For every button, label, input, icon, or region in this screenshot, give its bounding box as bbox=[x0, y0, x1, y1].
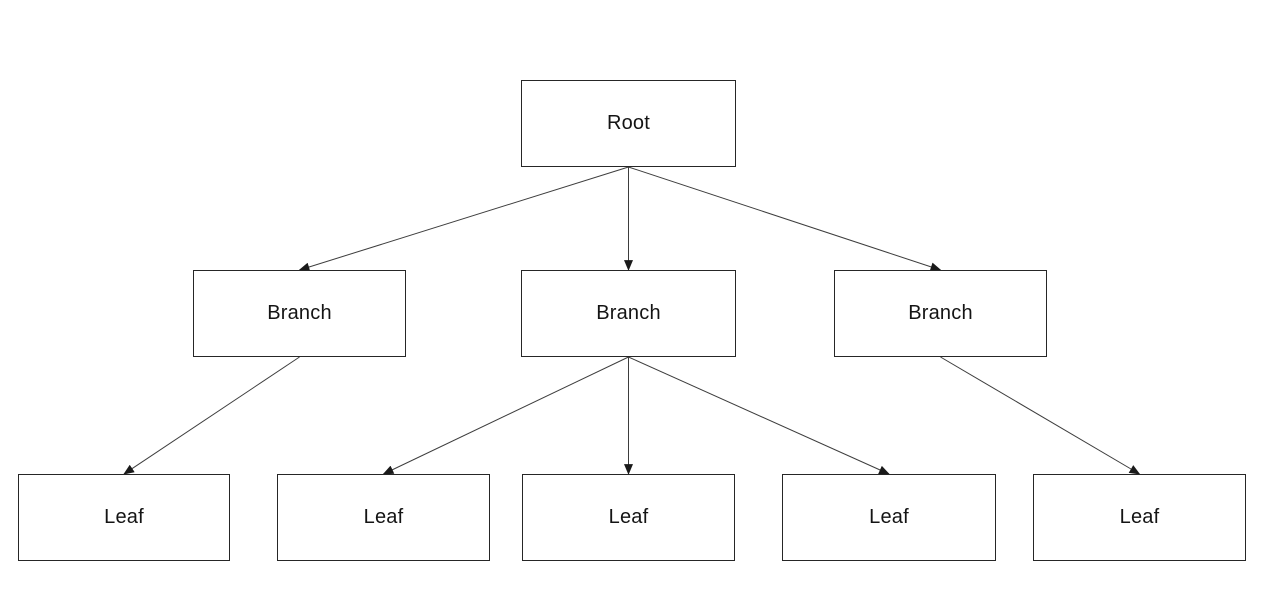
node-leaf-3-label: Leaf bbox=[608, 506, 649, 528]
edge-branch2-leaf4 bbox=[628, 356, 890, 475]
node-branch-1-label: Branch bbox=[267, 302, 332, 324]
node-branch-2-label: Branch bbox=[596, 302, 661, 324]
node-leaf-4-label: Leaf bbox=[869, 506, 909, 528]
node-leaf-2-label: Leaf bbox=[363, 506, 404, 528]
node-leaf-5-label: Leaf bbox=[1119, 506, 1160, 528]
node-leaf-2: Leaf bbox=[277, 474, 490, 561]
node-branch-3-label: Branch bbox=[908, 302, 973, 324]
node-leaf-3: Leaf bbox=[522, 474, 735, 561]
node-leaf-1: Leaf bbox=[18, 474, 230, 561]
edge-branch1-leaf1 bbox=[123, 356, 300, 475]
node-leaf-1-label: Leaf bbox=[104, 506, 144, 528]
node-branch-2: Branch bbox=[521, 270, 736, 357]
edge-branch2-leaf2 bbox=[382, 356, 629, 475]
node-root-label: Root bbox=[606, 112, 651, 134]
edge-root-branch3 bbox=[628, 166, 942, 272]
node-leaf-5: Leaf bbox=[1033, 474, 1246, 561]
node-leaf-4: Leaf bbox=[782, 474, 996, 561]
edge-root-branch1 bbox=[298, 166, 629, 272]
edge-branch3-leaf5 bbox=[940, 356, 1141, 475]
node-root: Root bbox=[521, 80, 736, 167]
node-branch-3: Branch bbox=[834, 270, 1047, 357]
node-branch-1: Branch bbox=[193, 270, 406, 357]
